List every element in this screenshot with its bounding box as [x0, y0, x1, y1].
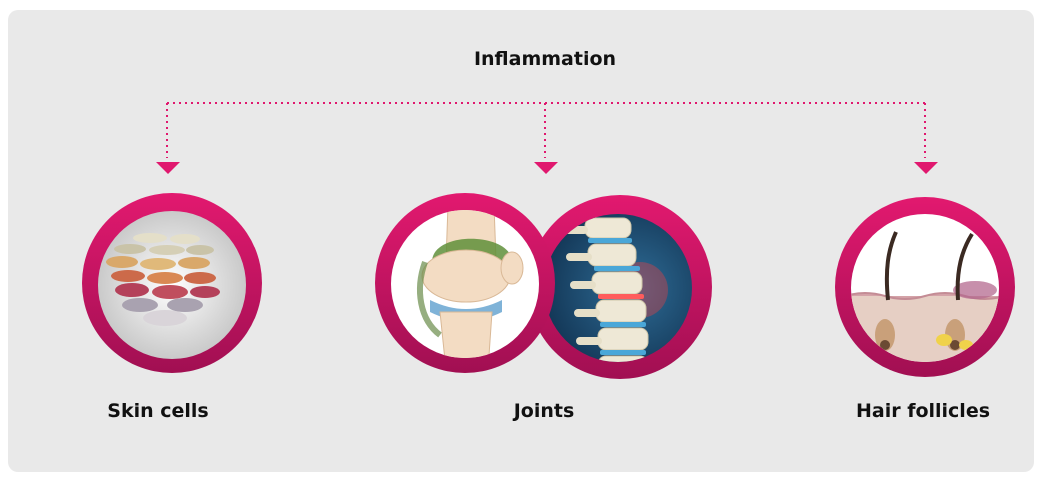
knee-joint-node-image: [375, 193, 555, 373]
spine-node-image: [528, 195, 712, 379]
arrow-down-icon: [156, 162, 180, 174]
arrow-down-icon: [914, 162, 938, 174]
node-label-skin-cells: Skin cells: [107, 400, 208, 422]
connector-lines: [167, 103, 925, 158]
hair-follicles-node-image: [835, 197, 1015, 377]
skin-cells-node-image: [82, 193, 262, 373]
node-label-joints: Joints: [514, 400, 575, 422]
node-label-hair-follicles: Hair follicles: [856, 400, 990, 422]
arrow-down-icon: [534, 162, 558, 174]
root-label-inflammation: Inflammation: [474, 48, 616, 70]
